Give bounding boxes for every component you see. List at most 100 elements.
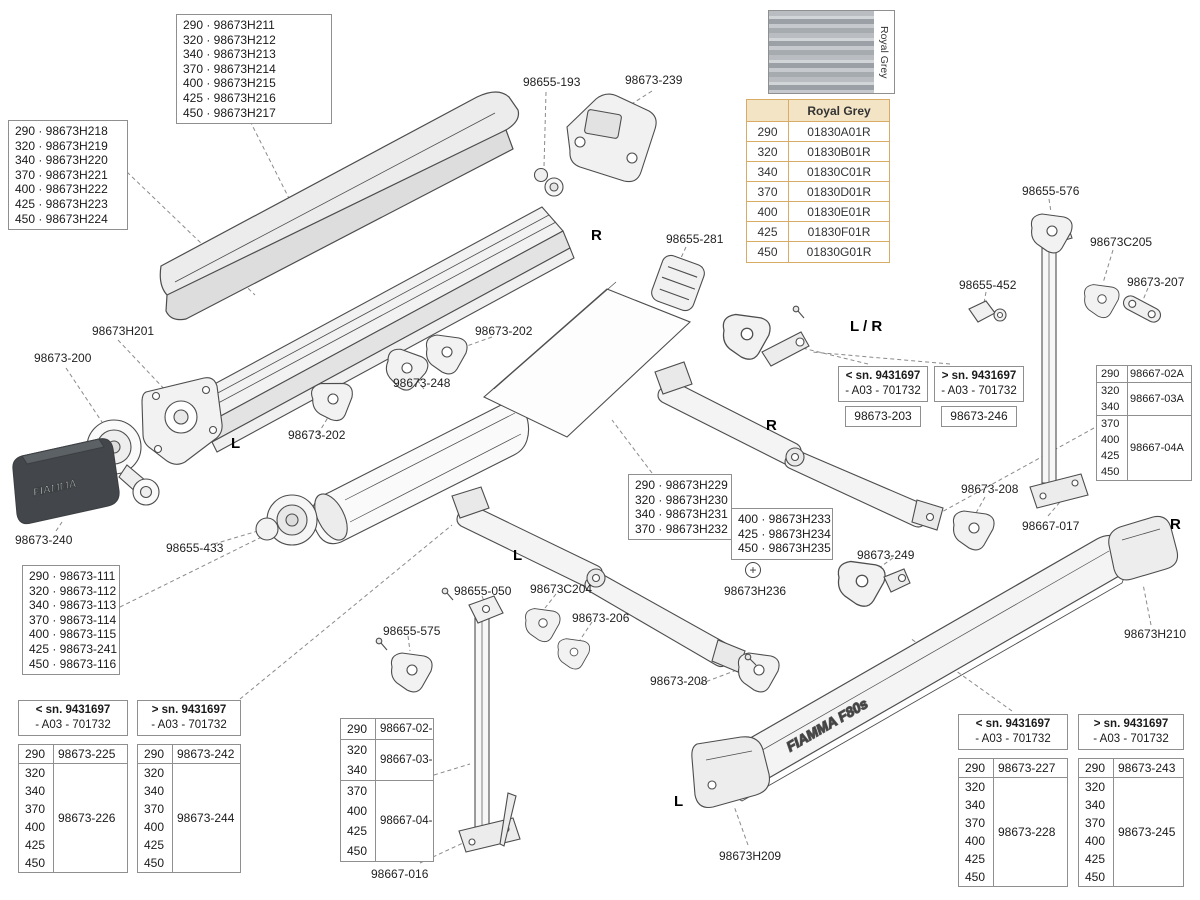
side-marker-left-arm: L bbox=[513, 547, 523, 564]
sn-threshold: > sn. 9431697 bbox=[941, 370, 1017, 382]
fixing-kit-parts bbox=[375, 295, 1162, 666]
part-row: 370 · 98673H232 bbox=[635, 521, 728, 536]
part-number: 98673-244 bbox=[172, 764, 240, 872]
sn-header-post-case-brackets: > sn. 9431697 - A03 - 701732 bbox=[1078, 714, 1184, 750]
knob-part bbox=[533, 167, 564, 197]
sn-threshold: > sn. 9431697 bbox=[151, 704, 227, 716]
code-cell: 01830B01R bbox=[789, 142, 889, 162]
size-value: 450 bbox=[347, 844, 368, 858]
part-label-98655-281: 98655-281 bbox=[666, 232, 724, 246]
part-row: 320 · 98673H230 bbox=[635, 492, 728, 507]
size-value: 290 bbox=[347, 722, 368, 736]
part-label-98655-193: 98655-193 bbox=[523, 75, 581, 89]
plus-circle-marker: + bbox=[745, 562, 761, 578]
size-value: 340 bbox=[25, 784, 46, 798]
size-value: 450 bbox=[965, 870, 986, 884]
part-row: 340 · 98673H231 bbox=[635, 507, 728, 522]
part-row: 340 · 98673H213 bbox=[183, 47, 276, 62]
part-label-98673C205: 98673C205 bbox=[1090, 235, 1153, 249]
royal-grey-row: 320 01830B01R bbox=[747, 142, 889, 162]
size-value: 400 bbox=[1085, 834, 1106, 848]
parts-group: 290 98667-02A bbox=[1097, 366, 1191, 382]
parts-group: 290 98673-227 bbox=[959, 759, 1067, 777]
roller-end-knob bbox=[255, 494, 318, 546]
size-value: 450 bbox=[1101, 466, 1120, 478]
size-cell: 340 bbox=[747, 162, 789, 182]
size-value: 320 bbox=[25, 766, 46, 780]
size-value: 290 bbox=[144, 747, 165, 761]
size-value: 370 bbox=[144, 802, 165, 816]
part-label-98673-208-right: 98673-208 bbox=[961, 482, 1019, 496]
part-label-98673-206: 98673-206 bbox=[572, 611, 630, 625]
part-row: 400 · 98673H233 bbox=[738, 512, 831, 526]
part-label-98667-017: 98667-017 bbox=[1022, 519, 1080, 533]
fabric-swatch-stripes bbox=[769, 11, 874, 93]
part-row: 425 · 98673H216 bbox=[183, 90, 276, 105]
part-label-98673H201: 98673H201 bbox=[92, 324, 155, 338]
part-label-98655-576: 98655-576 bbox=[1022, 184, 1080, 198]
part-label-98673-239: 98673-239 bbox=[625, 73, 683, 87]
size-value: 425 bbox=[1101, 450, 1120, 462]
part-row: 320 · 98673H212 bbox=[183, 32, 276, 47]
royal-grey-rows: 290 01830A01R 320 01830B01R 340 01830C01… bbox=[747, 122, 889, 262]
clamp-brackets bbox=[310, 213, 1120, 693]
part-row: 425 · 98673H234 bbox=[738, 526, 831, 541]
part-label-98667-016: 98667-016 bbox=[371, 867, 429, 881]
sn-threshold: > sn. 9431697 bbox=[1093, 718, 1169, 730]
part-label-98673-248: 98673-248 bbox=[393, 376, 451, 390]
part-number: 98673-242 bbox=[172, 745, 240, 763]
front-cover-cap: FIAMMA bbox=[12, 438, 120, 525]
size-value: 320 bbox=[144, 766, 165, 780]
part-label-98673H210: 98673H210 bbox=[1124, 627, 1187, 641]
size-value: 370 bbox=[965, 816, 986, 830]
part-row: 425 · 98673H223 bbox=[15, 196, 108, 211]
part-number: 98673-226 bbox=[53, 764, 127, 872]
size-value: 400 bbox=[1101, 434, 1120, 446]
case-top-cover-profile bbox=[159, 91, 520, 321]
part-row: 320 · 98673-112 bbox=[29, 583, 117, 598]
code-cell: 01830A01R bbox=[789, 122, 889, 142]
size-value: 340 bbox=[347, 763, 368, 777]
part-row: 400 · 98673-115 bbox=[29, 627, 117, 642]
part-box-post-sn: 98673-246 bbox=[941, 406, 1017, 427]
part-box-pre-sn: 98673-203 bbox=[845, 406, 921, 427]
part-number: 98673-225 bbox=[53, 745, 127, 763]
parts-group: 290 98667-02- bbox=[341, 719, 433, 739]
part-row: 370 · 98673H221 bbox=[15, 167, 108, 182]
fabric-swatch-royal-grey: Royal Grey bbox=[768, 10, 895, 94]
code-cell: 01830E01R bbox=[789, 202, 889, 222]
part-row: 320 · 98673H219 bbox=[15, 138, 108, 153]
fabric-swatch-label: Royal Grey bbox=[874, 11, 894, 93]
size-value: 370 bbox=[25, 802, 46, 816]
part-number: 98667-04A bbox=[1127, 416, 1191, 480]
size-value: 290 bbox=[25, 747, 46, 761]
case-corner-bracket-left bbox=[691, 736, 771, 809]
size-value: 425 bbox=[965, 852, 986, 866]
size-value: 425 bbox=[144, 838, 165, 852]
size-value: 290 bbox=[1085, 761, 1106, 775]
sn-header-pre-case-brackets: < sn. 9431697 - A03 - 701732 bbox=[958, 714, 1068, 750]
side-marker-right-top: R bbox=[591, 227, 602, 244]
side-marker-right-arm: R bbox=[766, 417, 777, 434]
size-value: 400 bbox=[965, 834, 986, 848]
side-marker-left-right: L / R bbox=[850, 318, 883, 335]
part-number: 98667-02- bbox=[375, 719, 433, 739]
part-label-98673-202-upper: 98673-202 bbox=[475, 324, 533, 338]
size-cell: 320 bbox=[747, 142, 789, 162]
part-label-98655-433: 98655-433 bbox=[166, 541, 224, 555]
size-value: 290 bbox=[1101, 368, 1120, 380]
part-number: 98667-03A bbox=[1127, 383, 1191, 415]
royal-grey-row: 290 01830A01R bbox=[747, 122, 889, 142]
size-value: 340 bbox=[144, 784, 165, 798]
